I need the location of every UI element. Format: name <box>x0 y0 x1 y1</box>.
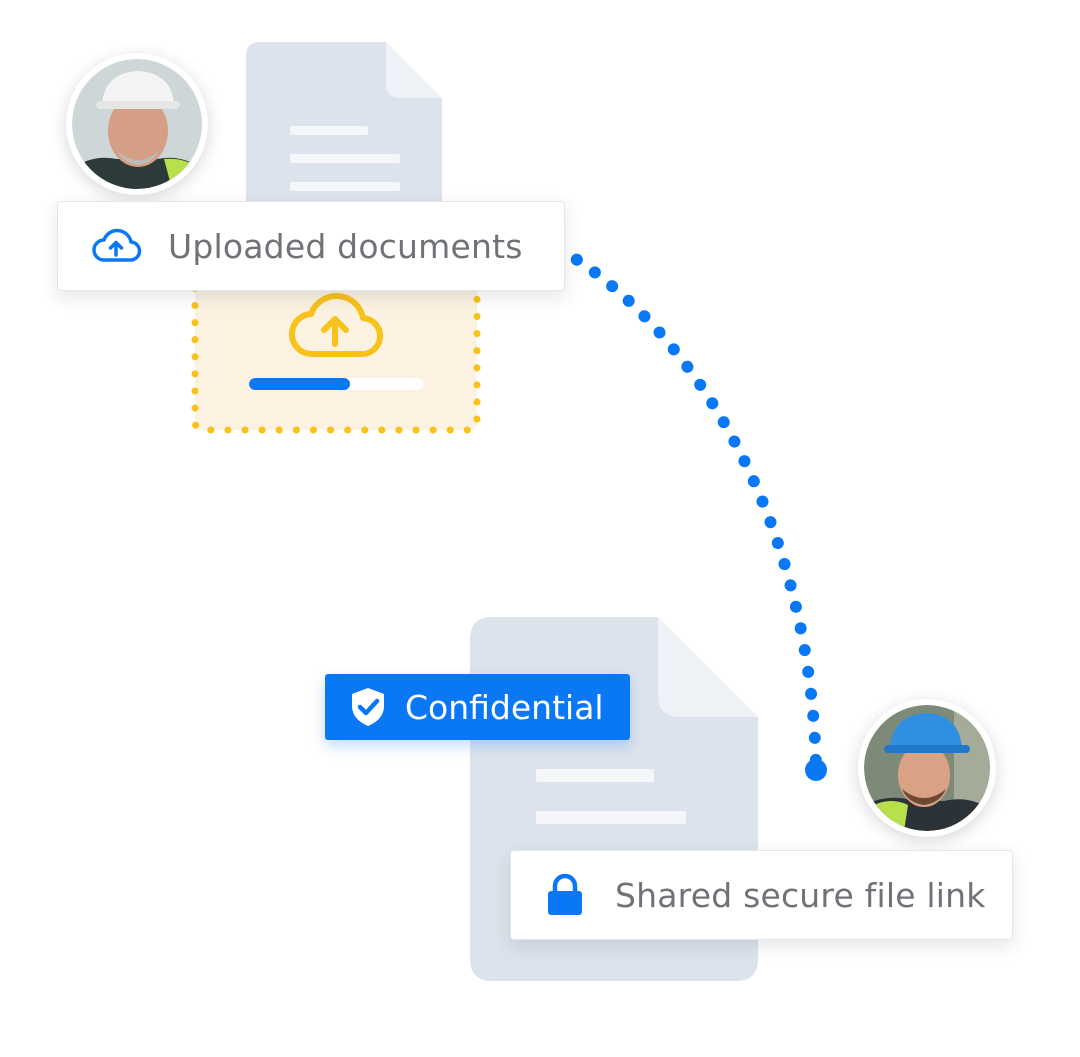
uploaded-documents-label: Uploaded documents <box>168 226 523 266</box>
shield-check-icon <box>352 688 384 726</box>
uploaded-documents-card[interactable]: Uploaded documents <box>57 201 565 291</box>
upload-progress-fill <box>249 378 350 390</box>
lock-icon <box>548 874 582 915</box>
upload-dropzone[interactable] <box>191 258 481 434</box>
upload-progress-bar <box>249 378 423 390</box>
worker-blue-hardhat-avatar <box>858 699 996 837</box>
shared-secure-link-label: Shared secure file link <box>615 875 986 915</box>
confidential-badge: Confidential <box>325 674 630 740</box>
cloud-upload-icon <box>92 228 142 262</box>
cloud-upload-icon <box>289 292 384 358</box>
document-illustration-top <box>246 42 442 242</box>
shared-secure-link-card[interactable]: Shared secure file link <box>510 850 1013 940</box>
confidential-label: Confidential <box>405 687 604 727</box>
worker-white-hardhat-avatar <box>66 53 208 195</box>
